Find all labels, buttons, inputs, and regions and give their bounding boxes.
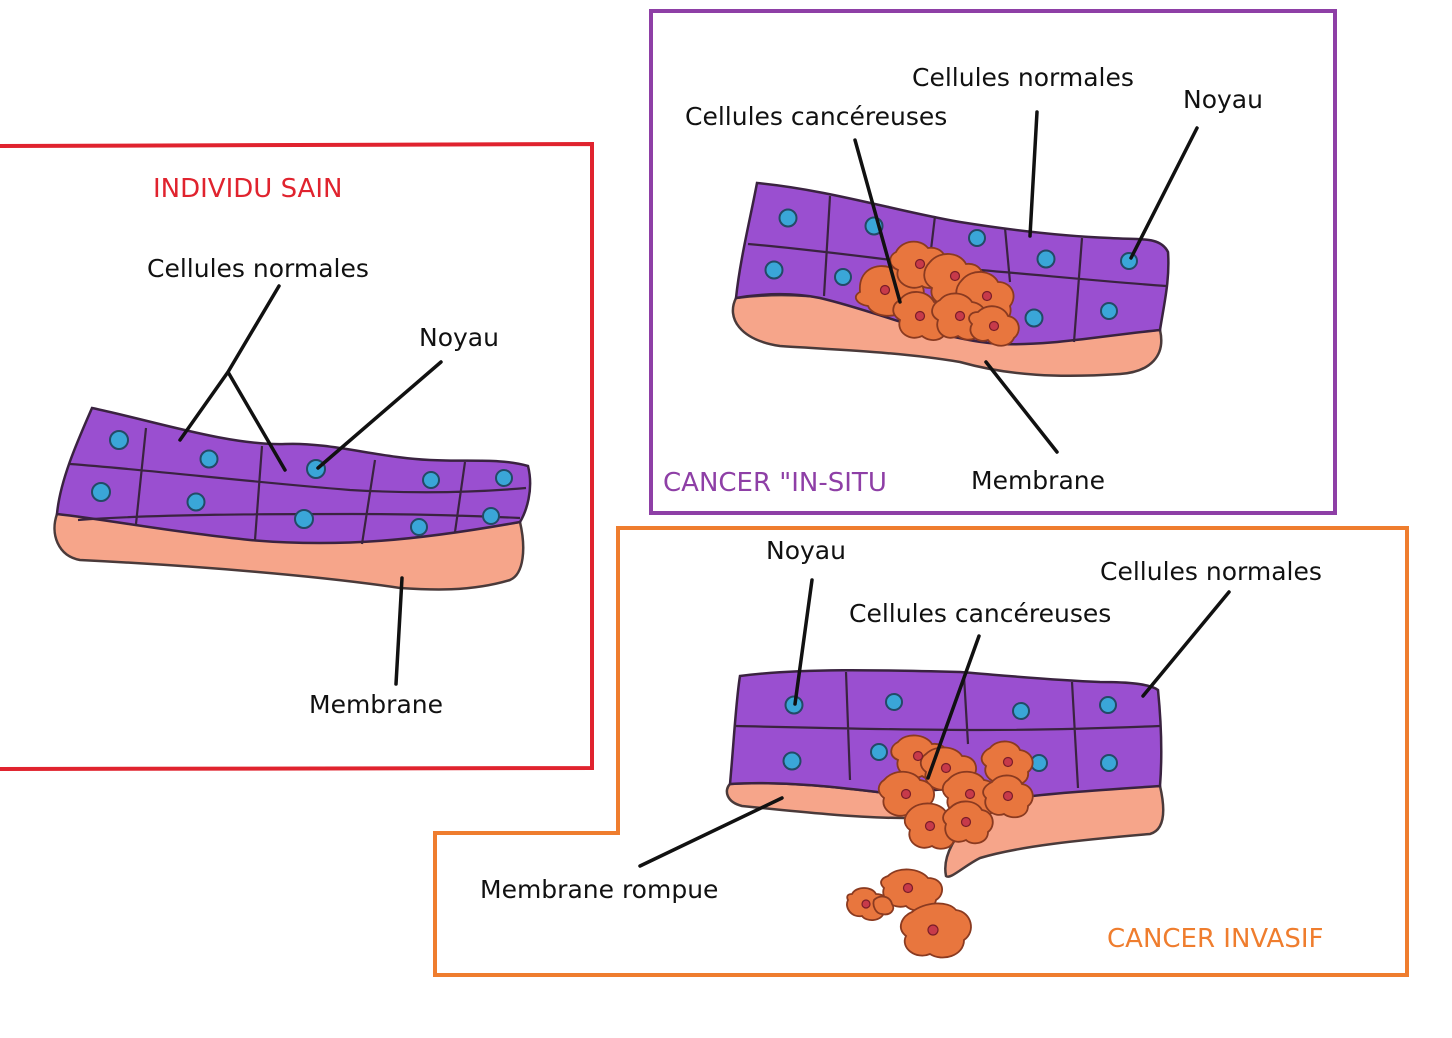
healthy-tissue <box>55 406 532 545</box>
in-situ-label-membrane: Membrane <box>971 466 1105 495</box>
healthy-frame <box>0 141 594 771</box>
panel-invasive: CANCER INVASIF <box>433 526 1409 977</box>
invasive-leader-cancer-cells <box>926 634 981 780</box>
invasive-label-membrane: Membrane rompue <box>480 875 718 904</box>
healthy-leader-cells <box>178 284 287 472</box>
healthy-nuclei <box>91 430 513 536</box>
invasive-frame <box>433 526 1409 977</box>
invasive-tissue <box>728 668 1163 802</box>
invasive-label-nucleus: Noyau <box>766 536 846 565</box>
invasive-title: CANCER INVASIF <box>1107 924 1323 954</box>
in-situ-cancer-cluster <box>854 240 1020 347</box>
invasive-cell-walls <box>735 671 1161 789</box>
invasive-cancer-cells <box>846 734 1034 959</box>
in-situ-label-cancer-cells: Cellules cancéreuses <box>685 102 947 131</box>
invasive-leader-membrane <box>638 796 784 868</box>
panel-in-situ: CANCER "IN-SITU <box>649 9 1337 515</box>
invasive-label-cancer-cells: Cellules cancéreuses <box>849 599 1111 628</box>
in-situ-leader-cancer-cells <box>853 138 902 304</box>
in-situ-label-nucleus: Noyau <box>1183 85 1263 114</box>
invasive-leader-normal-cells <box>1141 590 1231 698</box>
in-situ-label-normal-cells: Cellules normales <box>912 63 1134 92</box>
in-situ-frame <box>649 9 1337 515</box>
in-situ-title: CANCER "IN-SITU <box>663 468 887 498</box>
invasive-leader-nucleus <box>793 578 814 706</box>
in-situ-leader-nucleus <box>1129 126 1199 260</box>
panel-healthy: INDIVIDU SAIN Cellules normales Noyau Me… <box>0 141 594 771</box>
healthy-leader-membrane <box>394 576 404 686</box>
healthy-label-cells: Cellules normales <box>147 254 369 283</box>
in-situ-leader-membrane <box>984 360 1059 454</box>
healthy-label-membrane: Membrane <box>309 690 443 719</box>
healthy-leader-nucleus <box>316 360 443 470</box>
invasive-label-normal-cells: Cellules normales <box>1100 557 1322 586</box>
healthy-label-nucleus: Noyau <box>419 323 499 352</box>
healthy-cell-walls <box>69 427 527 545</box>
in-situ-leader-normal-cells <box>1028 110 1039 238</box>
healthy-title: INDIVIDU SAIN <box>153 174 342 204</box>
